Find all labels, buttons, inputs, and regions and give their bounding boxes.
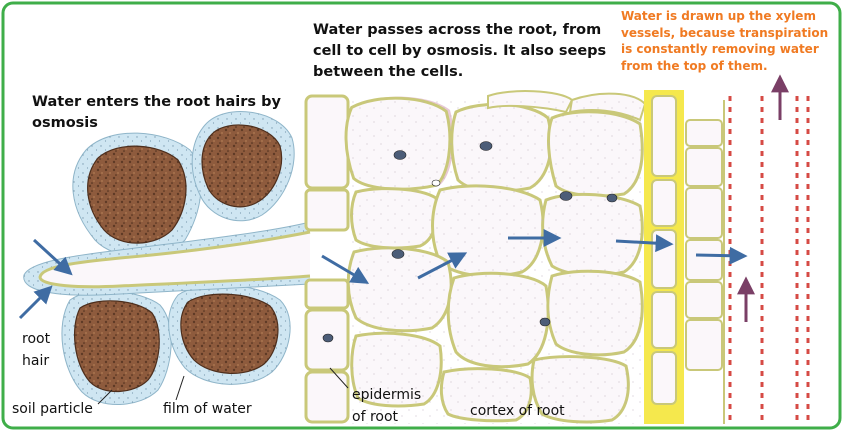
soil-particles bbox=[61, 111, 295, 405]
root-hair-label: root hair bbox=[22, 331, 51, 369]
cortex-cells bbox=[344, 90, 647, 424]
xylem-upward-arrows bbox=[737, 74, 789, 322]
xylem-region bbox=[644, 90, 725, 424]
root-hair bbox=[23, 221, 311, 296]
epidermis-cells bbox=[304, 94, 350, 424]
xylem-text: Water is drawn up the xylem vessels, bec… bbox=[621, 9, 829, 73]
epidermis-label: epidermis of root bbox=[352, 387, 422, 425]
label-pointers bbox=[97, 367, 349, 405]
water-flow-arrows bbox=[18, 229, 748, 320]
cortex-label: cortex of root bbox=[470, 403, 565, 419]
water-enters-text: Water enters the root hairs by osmosis bbox=[32, 94, 281, 131]
film-of-water-label: film of water bbox=[163, 401, 252, 417]
soil-particle-label: soil particle bbox=[12, 401, 93, 417]
water-passes-text: Water passes across the root, from cell … bbox=[313, 22, 607, 80]
